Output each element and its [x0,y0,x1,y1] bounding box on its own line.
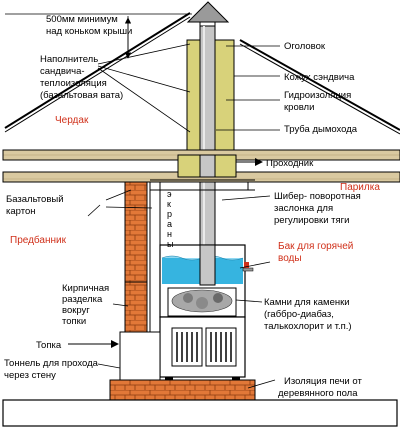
leader-lines [87,43,280,389]
roof-waterproof-label-2: кровли [284,102,314,113]
cap-label: Оголовок [284,41,326,52]
filler-label-4: (базальтовая вата) [40,90,123,101]
svg-text:э: э [167,189,172,199]
attic-label: Чердак [55,115,89,126]
firebox-label: Топка [36,340,62,351]
arrows [68,158,263,348]
brick-wall [124,181,148,333]
ridge-height-dimension [5,13,192,59]
dressing-room-label: Предбанник [10,234,67,246]
svg-text:а: а [167,219,172,229]
chimney-cap [186,1,230,28]
brick-cutting-label: Кирпичная [62,283,109,294]
brick-cutting-label-2: разделка [62,294,103,305]
ridge-height-label: 500мм минимум [46,14,118,25]
damper-label-3: регулировки тяги [274,215,349,226]
basalt-board-label-2: картон [6,206,36,217]
filler-label-2: сандвича- [40,66,85,77]
tunnel-label-2: через стену [4,370,56,381]
svg-text:н: н [167,229,172,239]
tunnel-label: Тоннель для прохода [4,358,99,369]
damper-label-2: заслонка для [274,203,333,214]
filler-label-3: теплоизоляция [40,78,107,89]
ridge-height-label-2: над коньком крыши [46,26,132,37]
floor-insulation-label-2: деревянного пола [278,388,358,399]
svg-text:к: к [167,199,171,209]
stones-label: Камни для каменки [264,297,350,308]
flue-pipe [199,25,216,257]
floor [2,379,398,427]
filler-label: Наполнитель [40,54,98,65]
roof [4,12,400,135]
basalt-board-label: Базальтовый [6,194,64,205]
passage-box [177,154,237,178]
damper-label: Шибер- поворотная [274,191,361,202]
brick-cutting-label-3: вокруг [62,305,90,316]
roof-waterproof-label: Гидроизоляция [284,90,351,101]
water-tank-label-2: воды [278,253,302,264]
sandwich-shell-label: Кожух сэндвича [284,72,355,83]
labels: 500мм минимум над коньком крыши Наполнит… [4,14,380,399]
floor-insulation-label: Изоляция печи от [284,376,362,387]
svg-text:р: р [167,209,172,219]
stove [159,244,254,382]
firebox-tunnel [119,331,161,381]
svg-text:ы: ы [167,239,173,249]
stones-label-3: талькохлорит и т.п.) [264,321,352,332]
brick-cutting-label-4: топки [62,316,86,327]
stones-label-2: (габбро-диабаз, [264,309,334,320]
heat-screen [149,179,255,380]
steam-room-label: Парилка [340,182,380,193]
flue-pipe-label: Труба дымохода [284,124,358,135]
water-tank-label: Бак для горячей [278,241,353,252]
screens-vertical-label: э к р а н ы [167,189,173,249]
passage-label: Проходник [266,158,314,169]
